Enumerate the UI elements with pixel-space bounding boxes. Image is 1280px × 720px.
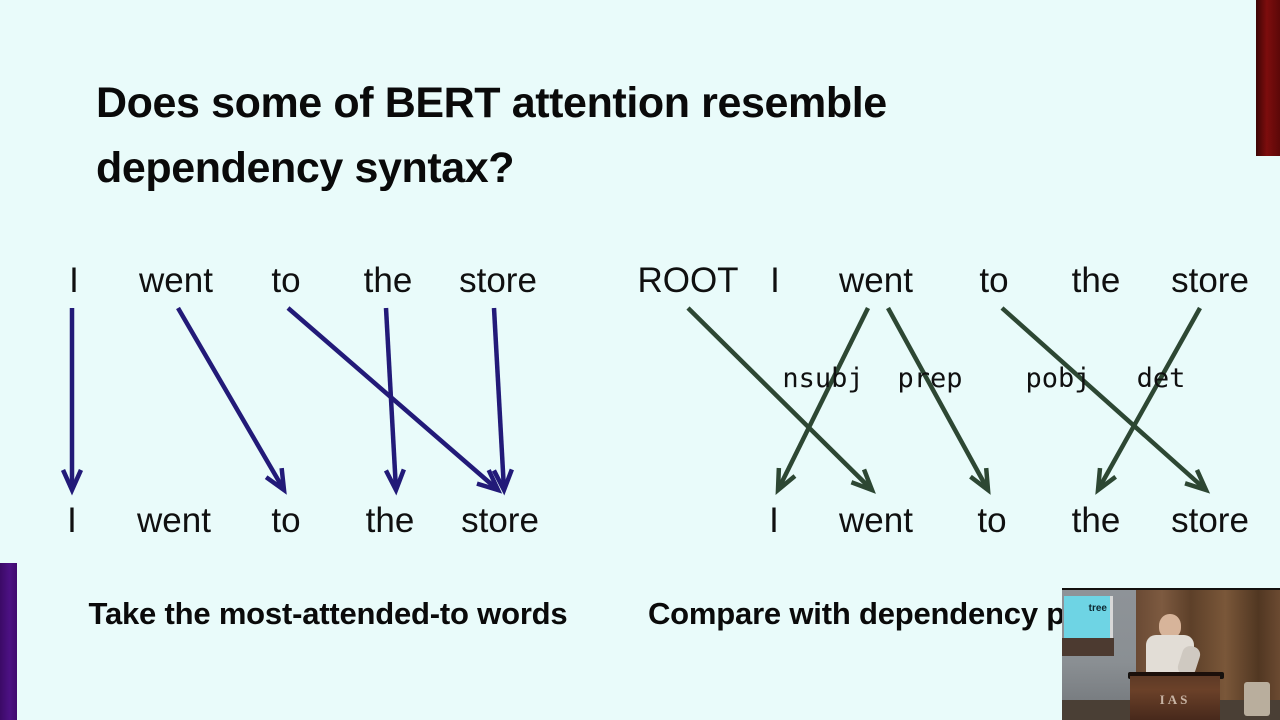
dependency-label: prep — [897, 363, 963, 394]
dependency-label: nsubj — [782, 363, 864, 394]
syntax-top-word: the — [1071, 261, 1121, 300]
syntax-bottom-word: store — [1171, 501, 1249, 540]
arrow-went-to-to — [176, 306, 287, 495]
arrow-the-to-the — [383, 307, 406, 496]
left-edge-bar — [0, 563, 17, 720]
attention-top-word: I — [69, 261, 79, 300]
attention-bottom-word: went — [137, 501, 211, 540]
arrowhead — [1095, 467, 1117, 495]
arrowhead — [969, 467, 991, 495]
syntax-top-word: I — [770, 261, 780, 300]
right-edge-bar — [1256, 0, 1280, 156]
attention-arrow-layer — [60, 306, 514, 496]
attention-caption: Take the most-attended-to words — [88, 596, 568, 631]
podium-label: IAS — [1159, 692, 1191, 707]
arrow-went-to-to — [886, 306, 991, 495]
syntax-top-word: ROOT — [637, 261, 739, 300]
arrow-store-to-the — [1095, 306, 1202, 495]
projected-slide: tree — [1064, 596, 1113, 638]
arrowhead — [60, 468, 84, 496]
arrowhead — [1184, 469, 1211, 494]
arrow-root-to-went — [686, 306, 876, 494]
syntax-bottom-word: went — [839, 501, 913, 540]
syntax-top-word: went — [839, 261, 913, 300]
syntax-bottom-word: the — [1071, 501, 1121, 540]
title-line-2: dependency syntax? — [96, 144, 515, 193]
attention-top-word: the — [363, 261, 413, 300]
syntax-bottom-word: I — [769, 501, 779, 540]
attention-bottom-word: I — [67, 501, 77, 540]
projector-screen-base — [1062, 638, 1114, 656]
dependency-label: det — [1136, 363, 1186, 394]
podium: IAS — [1130, 672, 1220, 720]
attention-top-word: store — [459, 261, 537, 300]
arrowhead — [476, 469, 503, 494]
attention-bottom-word: to — [271, 501, 301, 540]
arrow-store-to-store — [491, 307, 514, 496]
attention-top-word: to — [271, 261, 301, 300]
syntax-bottom-word: to — [977, 501, 1007, 540]
arrow-went-to-I — [775, 307, 871, 495]
speaker-head — [1159, 614, 1181, 638]
arrowhead — [491, 468, 514, 496]
arrowhead — [775, 467, 797, 495]
dependency-label: pobj — [1025, 363, 1091, 394]
video-chair — [1244, 682, 1270, 716]
attention-bottom-word: the — [365, 501, 415, 540]
arrowhead — [264, 467, 287, 495]
projected-slide-text: tree — [1088, 603, 1107, 614]
attention-bottom-word: store — [461, 501, 539, 540]
syntax-top-word: to — [979, 261, 1009, 300]
syntax-arrow-layer — [686, 306, 1211, 495]
arrow-I-to-I — [60, 308, 84, 496]
syntax-top-word: store — [1171, 261, 1249, 300]
arrow-to-to-store — [1000, 306, 1211, 494]
title-line-1: Does some of BERT attention resemble — [96, 78, 887, 127]
attention-top-word: went — [139, 261, 213, 300]
arrowhead — [383, 468, 406, 496]
video-overlay[interactable]: tree IAS — [1062, 588, 1280, 720]
page-title: Does some of BERT attention resemble dep… — [96, 71, 1096, 202]
arrowhead — [850, 468, 876, 494]
